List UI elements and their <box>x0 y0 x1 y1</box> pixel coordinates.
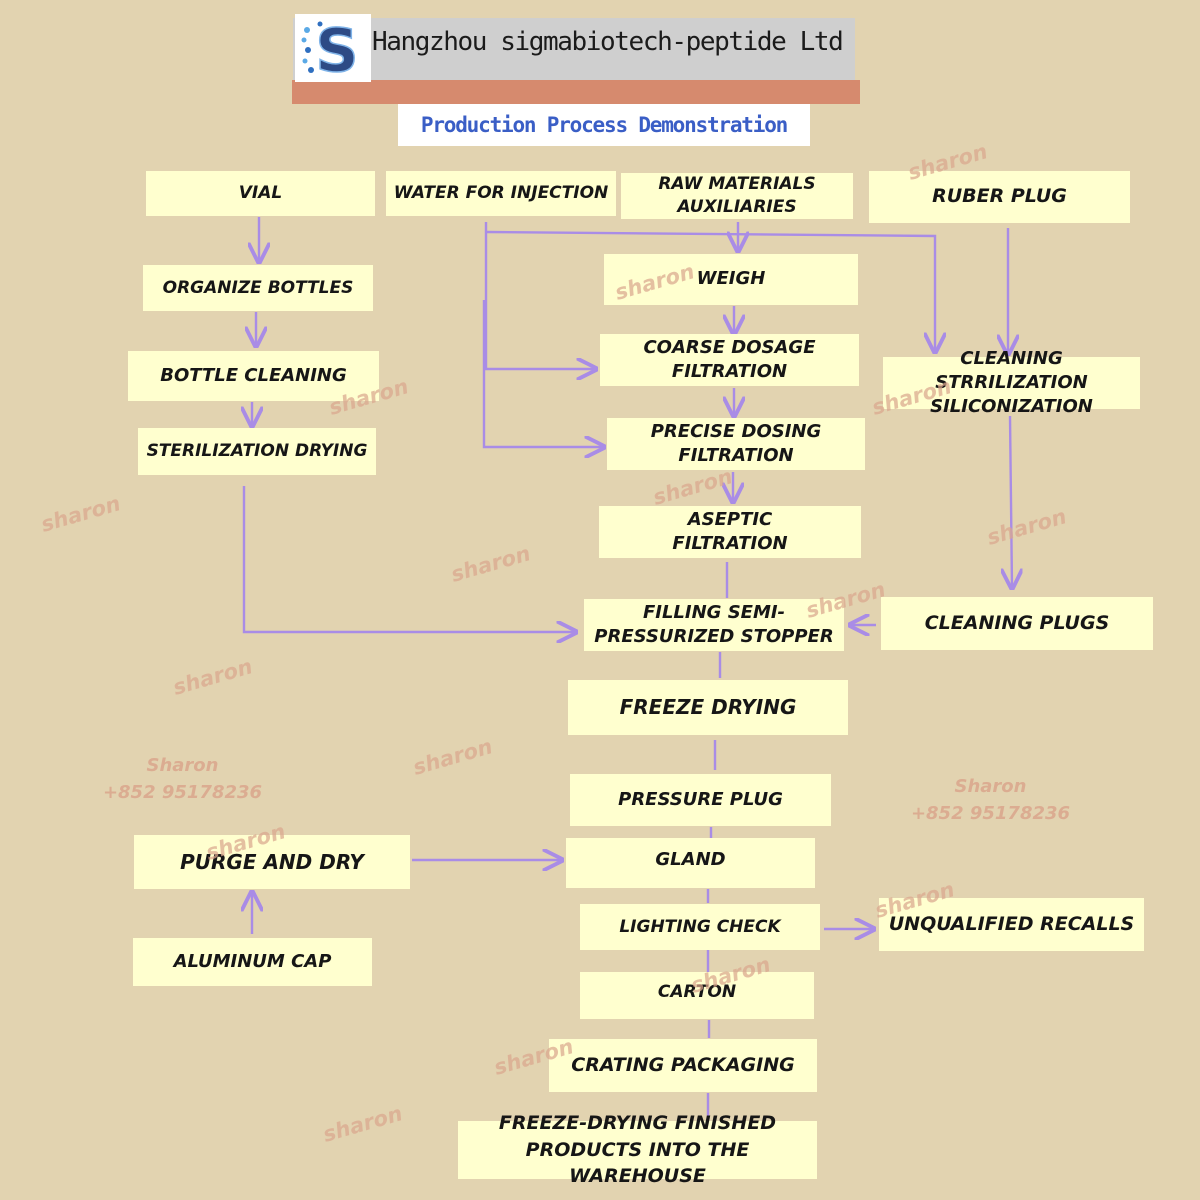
step-pressure-plug: PRESSURE PLUG <box>570 774 831 826</box>
subtitle-box: Production Process Demonstration <box>398 104 810 146</box>
line-water-plugclean <box>485 230 935 352</box>
step-coarse-dosage-filtration: COARSE DOSAGE FILTRATION <box>600 334 859 386</box>
arrow-plugclean-cleanplugs <box>1010 415 1012 588</box>
contact-name: Sharon <box>954 776 1027 797</box>
contact-name: Sharon <box>146 755 219 776</box>
step-filling-semi-pressurized-stopper: FILLING SEMI- PRESSURIZED STOPPER <box>584 599 844 651</box>
company-logo: S <box>295 14 371 87</box>
step-rubber-plug: RUBER PLUG <box>869 171 1130 223</box>
step-freeze-drying: FREEZE DRYING <box>568 680 848 735</box>
watermark-contact-right: Sharon +852 95178236 <box>908 773 1073 827</box>
step-crating-packaging: CRATING PACKAGING <box>549 1039 817 1092</box>
header-accent-bar <box>292 80 860 104</box>
line-sterilization-filling <box>242 486 576 632</box>
watermark-contact-left: Sharon +852 95178236 <box>100 752 265 806</box>
step-cleaning-plugs: CLEANING PLUGS <box>881 597 1153 650</box>
step-bottle-cleaning: BOTTLE CLEANING <box>128 351 379 401</box>
contact-phone: +852 95178236 <box>102 782 263 803</box>
header-bar <box>293 18 855 80</box>
step-carton: CARTON <box>580 972 814 1019</box>
contact-phone: +852 95178236 <box>910 803 1071 824</box>
page-title: Production Process Demonstration <box>420 113 788 137</box>
line-water-coarse <box>484 222 596 369</box>
line-water-precise <box>482 300 604 447</box>
step-purge-and-dry: PURGE AND DRY <box>134 835 410 889</box>
step-unqualified-recalls: UNQUALIFIED RECALLS <box>879 898 1144 951</box>
step-warehouse: FREEZE-DRYING FINISHED PRODUCTS INTO THE… <box>458 1112 817 1187</box>
step-aseptic-filtration: ASEPTIC FILTRATION <box>599 506 861 558</box>
step-vial: VIAL <box>146 171 375 216</box>
step-cleaning-sterilization-siliconization: CLEANING STRRILIZATION SILICONIZATION <box>883 348 1140 417</box>
step-lighting-check: LIGHTING CHECK <box>580 904 820 950</box>
step-water-for-injection: WATER FOR INJECTION <box>386 171 616 216</box>
svg-text:S: S <box>315 16 358 82</box>
company-name: Hangzhou sigmabiotech-peptide Ltd <box>372 27 844 57</box>
step-precise-dosing-filtration: PRECISE DOSING FILTRATION <box>607 418 865 470</box>
step-gland: GLAND <box>566 838 815 888</box>
logo-s-icon: S <box>301 15 359 87</box>
step-raw-materials: RAW MATERIALS AUXILIARIES <box>621 173 853 219</box>
step-aluminum-cap: ALUMINUM CAP <box>133 938 372 986</box>
step-sterilization-drying: STERILIZATION DRYING <box>138 428 376 475</box>
step-organize-bottles: ORGANIZE BOTTLES <box>143 265 373 311</box>
step-weigh: WEIGH <box>604 254 858 305</box>
